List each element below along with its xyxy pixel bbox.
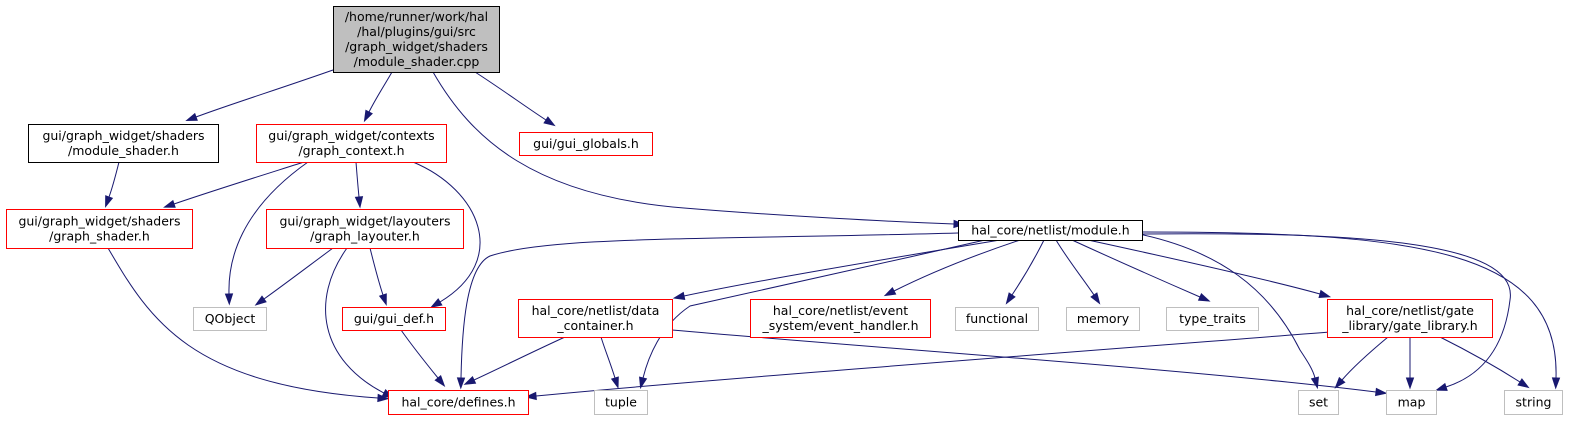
node-label-line: gui/graph_widget/shaders: [18, 214, 180, 229]
node-label-line: type_traits: [1179, 311, 1246, 326]
node-event-handler-h[interactable]: hal_core/netlist/event_system/event_hand…: [750, 299, 931, 338]
edge-module-h-to-gate-library-h: [1087, 239, 1332, 298]
edge-module-h-to-string: [1141, 231, 1561, 390]
edge-graph-context-h-to-qobject: [224, 161, 309, 306]
node-module-shader-cpp[interactable]: /home/runner/work/hal/hal/plugins/gui/sr…: [333, 6, 500, 73]
node-label-line: /module_shader.cpp: [354, 54, 480, 69]
edge-module-h-to-event-handler-h: [883, 239, 1021, 297]
node-label-line: string: [1516, 395, 1552, 410]
edge-module-shader-cpp-to-graph-context-h: [363, 71, 393, 123]
node-memory[interactable]: memory: [1066, 307, 1140, 331]
node-label-line: _container.h: [556, 318, 633, 333]
node-label-line: memory: [1077, 311, 1130, 326]
node-data-container-h[interactable]: hal_core/netlist/data_container.h: [518, 299, 673, 338]
edge-gate-library-h-to-defines-h: [524, 331, 1331, 401]
edge-gui-def-h-to-defines-h: [400, 329, 446, 387]
edge-graph-context-h-to-graph-layouter-h: [354, 161, 364, 209]
edge-module-h-to-memory: [1055, 239, 1101, 305]
edge-module-h-to-type-traits: [1071, 239, 1211, 302]
node-label-line: hal_core/defines.h: [401, 395, 515, 410]
node-tuple[interactable]: tuple: [594, 390, 648, 415]
edge-module-shader-cpp-to-gui-globals-h: [474, 71, 556, 127]
node-qobject[interactable]: QObject: [193, 307, 267, 331]
edge-module-shader-cpp-to-module-h: [432, 71, 966, 229]
node-module-shader-h[interactable]: gui/graph_widget/shaders/module_shader.h: [28, 124, 219, 163]
node-label-line: gui/gui_globals.h: [533, 136, 639, 151]
node-graph-shader-h[interactable]: gui/graph_widget/shaders/graph_shader.h: [6, 209, 193, 249]
edge-graph-context-h-to-graph-shader-h: [163, 161, 305, 208]
edge-gate-library-h-to-set: [1334, 336, 1389, 389]
edge-gate-library-h-to-map: [1405, 337, 1415, 390]
node-label-line: hal_core/netlist/gate: [1346, 303, 1474, 318]
node-set[interactable]: set: [1298, 390, 1339, 415]
node-label-line: /home/runner/work/hal: [345, 9, 488, 24]
node-label-line: set: [1309, 395, 1328, 410]
node-label-line: /graph_layouter.h: [310, 229, 420, 244]
edge-gate-library-h-to-string: [1439, 336, 1530, 389]
node-label-line: functional: [966, 311, 1028, 326]
node-functional[interactable]: functional: [955, 307, 1039, 331]
node-label-line: hal_core/netlist/data: [532, 303, 660, 318]
node-graph-layouter-h[interactable]: gui/graph_widget/layouters/graph_layoute…: [266, 209, 464, 249]
node-label-line: /graph_shader.h: [49, 229, 150, 244]
node-defines-h[interactable]: hal_core/defines.h: [388, 390, 529, 415]
node-string[interactable]: string: [1504, 390, 1563, 415]
edge-data-container-h-to-tuple: [600, 336, 619, 389]
node-gate-library-h[interactable]: hal_core/netlist/gate_library/gate_libra…: [1327, 299, 1493, 338]
node-graph-context-h[interactable]: gui/graph_widget/contexts/graph_context.…: [256, 124, 447, 163]
node-label-line: gui/graph_widget/layouters: [279, 214, 450, 229]
edge-module-h-to-tuple: [639, 239, 986, 390]
edge-data-container-h-to-map: [671, 329, 1388, 397]
node-label-line: map: [1398, 395, 1426, 410]
node-label-line: /module_shader.h: [68, 143, 179, 158]
node-label-line: tuple: [605, 395, 637, 410]
node-label-line: /graph_widget/shaders: [345, 39, 488, 54]
node-label-line: hal_core/netlist/event: [773, 303, 908, 318]
node-label-line: gui/graph_widget/contexts: [268, 128, 434, 143]
node-module-h[interactable]: hal_core/netlist/module.h: [958, 220, 1143, 241]
edge-graph-layouter-h-to-gui-def-h: [369, 247, 387, 306]
node-label-line: /graph_context.h: [298, 143, 404, 158]
node-label-line: _library/gate_library.h: [1341, 318, 1477, 333]
node-label-line: gui/graph_widget/shaders: [42, 128, 204, 143]
node-label-line: QObject: [205, 311, 256, 326]
node-type-traits[interactable]: type_traits: [1166, 307, 1259, 331]
edge-graph-layouter-h-to-qobject: [254, 247, 334, 306]
node-label-line: /hal/plugins/gui/src: [357, 24, 476, 39]
edge-graph-context-h-to-gui-def-h: [412, 161, 481, 308]
edges-layer: [105, 69, 1561, 403]
edge-module-shader-cpp-to-module-shader-h: [185, 69, 334, 122]
edge-module-shader-h-to-graph-shader-h: [105, 161, 120, 208]
nodes-layer: /home/runner/work/hal/hal/plugins/gui/sr…: [6, 6, 1563, 415]
node-label-line: _system/event_handler.h: [762, 318, 919, 333]
node-label-line: gui/gui_def.h: [354, 311, 434, 326]
edge-module-h-to-defines-h: [456, 232, 959, 390]
node-gui-globals-h[interactable]: gui/gui_globals.h: [519, 132, 653, 156]
edge-module-h-to-functional: [1005, 239, 1045, 305]
node-label-line: hal_core/netlist/module.h: [971, 223, 1129, 238]
edge-module-h-to-data-container-h: [672, 239, 1001, 300]
edge-data-container-h-to-defines-h: [463, 336, 566, 385]
node-gui-def-h[interactable]: gui/gui_def.h: [342, 307, 446, 331]
node-map[interactable]: map: [1386, 390, 1437, 415]
